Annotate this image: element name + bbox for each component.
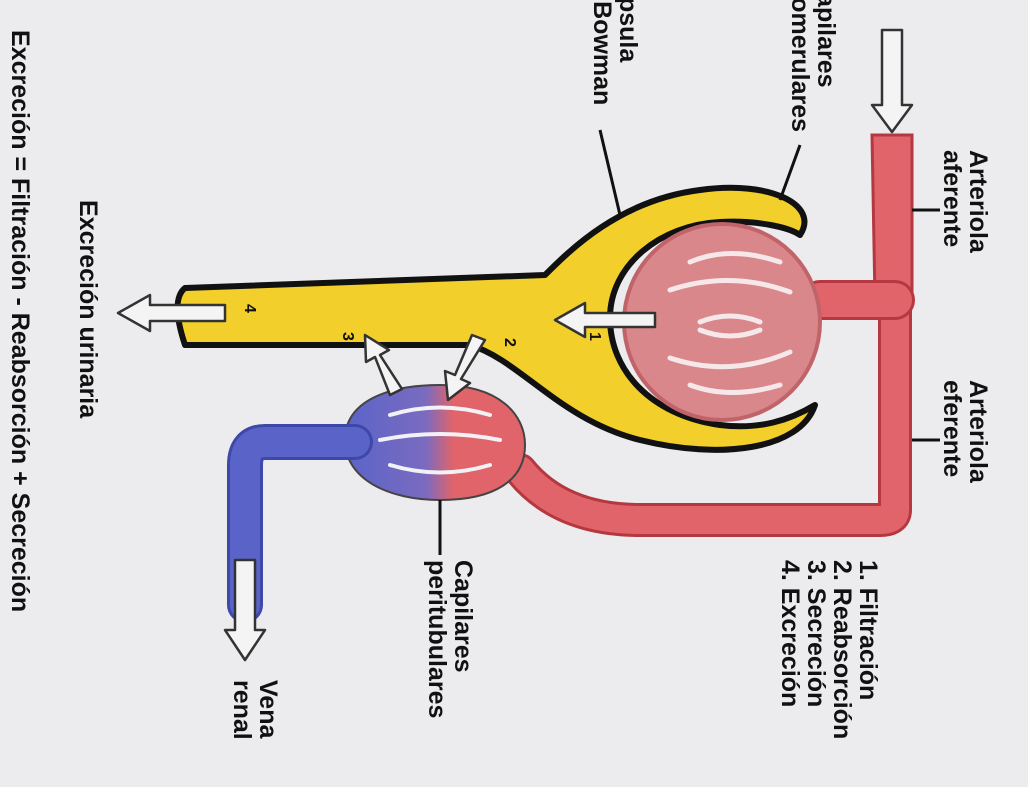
label-capsula-bowman: Cápsula de Bowman	[588, 0, 642, 105]
label-arteriola-aferente: Arteriola aferente	[938, 150, 992, 260]
label-vena-renal: Vena renal	[228, 680, 282, 745]
step-number-1: 1	[586, 332, 603, 341]
step-number-3: 3	[339, 332, 356, 341]
equation: Excreción = Filtración - Reabsorción + S…	[6, 30, 34, 612]
legend: 1. Filtración 2. Reabsorción 3. Secreció…	[776, 560, 882, 746]
step-number-4: 4	[241, 304, 258, 313]
renal-vein	[245, 442, 355, 605]
label-excrecion-urinaria: Excreción urinaria	[74, 200, 102, 419]
inflow-arrow	[872, 30, 912, 132]
label-arteriola-eferente: Arteriola eferente	[938, 380, 992, 490]
step-number-2: 2	[501, 338, 518, 347]
leader-capsula	[600, 130, 620, 215]
leader-capilares-glom	[780, 145, 800, 200]
label-capilares-glomerulares: Capilares glomerulares	[786, 0, 840, 132]
afferent-arteriole	[872, 135, 912, 300]
label-capilares-peritubulares: Capilares peritubulares	[423, 560, 477, 718]
